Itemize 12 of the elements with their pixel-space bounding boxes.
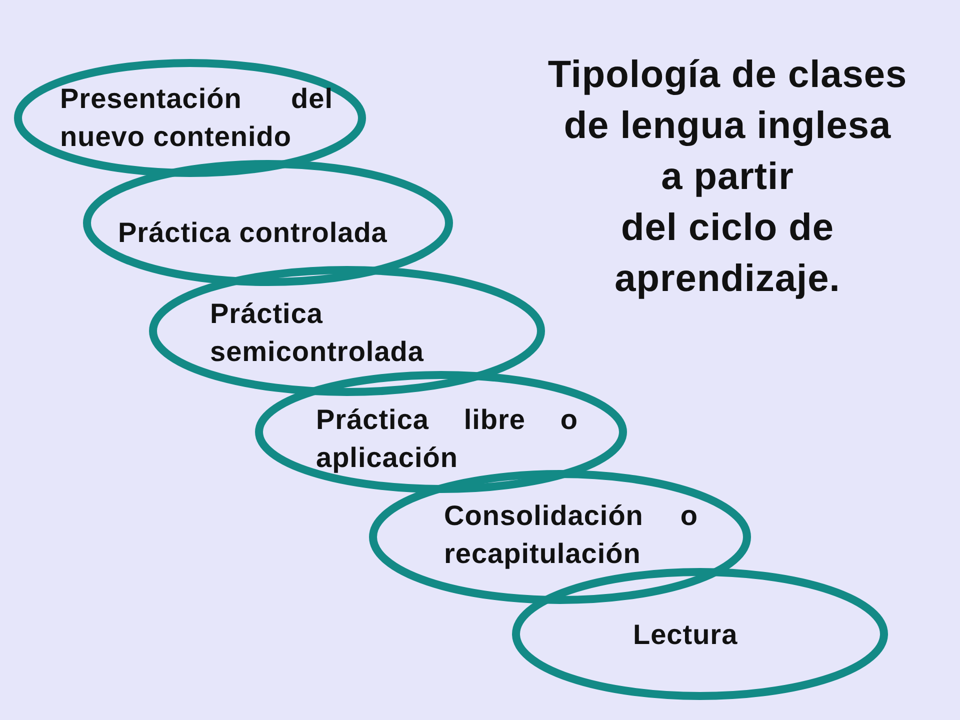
stage-label: Práctica controlada — [118, 216, 388, 250]
stage-ellipse — [14, 59, 366, 177]
title: Tipología de clases de lengua inglesa a partir del ciclo de aprendizaje. — [546, 53, 908, 302]
stage-label: Presentación del nuevo contenido — [60, 82, 333, 154]
stage-label: Consolidación o recapitulación — [444, 499, 698, 571]
stage-label: Práctica semicontrolada — [210, 297, 425, 369]
stage-label: Lectura — [633, 618, 739, 652]
stage-ellipse — [149, 266, 545, 396]
stage-label: Práctica libre o aplicación — [316, 403, 578, 475]
stage-ellipse — [255, 371, 627, 493]
stage-ellipse — [83, 160, 453, 286]
stage-ellipse — [512, 568, 888, 700]
